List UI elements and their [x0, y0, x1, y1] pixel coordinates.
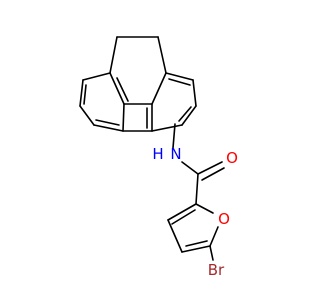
bond: [157, 36, 167, 74]
atom-label-h: H: [152, 145, 163, 163]
atom-label-n: N: [170, 145, 181, 163]
bond: [181, 105, 197, 126]
bond: [116, 77, 129, 102]
bond: [82, 72, 111, 81]
bond: [178, 106, 192, 122]
bond: [195, 173, 199, 205]
bond: [171, 209, 196, 225]
bond: [197, 161, 223, 175]
atom-label-furan-o: O: [218, 210, 230, 228]
bond: [151, 72, 167, 105]
bond: [195, 203, 214, 214]
bond-lines: [79, 36, 225, 261]
bond: [109, 72, 125, 105]
bond: [167, 203, 197, 221]
bond: [192, 79, 197, 107]
atom-labels: N H O O Br: [152, 145, 238, 279]
structure-drawing: N H O O Br: [79, 36, 238, 279]
bond: [165, 72, 194, 81]
bond: [151, 124, 183, 132]
bond: [209, 226, 219, 247]
molecule-diagram: N H O O Br: [79, 36, 238, 279]
bond: [167, 219, 183, 253]
bond: [79, 105, 95, 126]
bond: [109, 36, 118, 74]
bond: [185, 240, 208, 247]
bond: [172, 123, 176, 149]
bond: [83, 84, 87, 105]
bond: [201, 167, 225, 181]
bond: [209, 245, 214, 261]
atom-label-carbonyl-o: O: [226, 149, 238, 167]
bond: [95, 119, 120, 126]
bond: [93, 124, 124, 132]
bond: [168, 78, 191, 86]
atom-label-br: Br: [208, 261, 225, 279]
bond: [79, 79, 84, 107]
bond: [181, 245, 211, 253]
bond: [181, 161, 199, 175]
bond: [122, 103, 125, 132]
